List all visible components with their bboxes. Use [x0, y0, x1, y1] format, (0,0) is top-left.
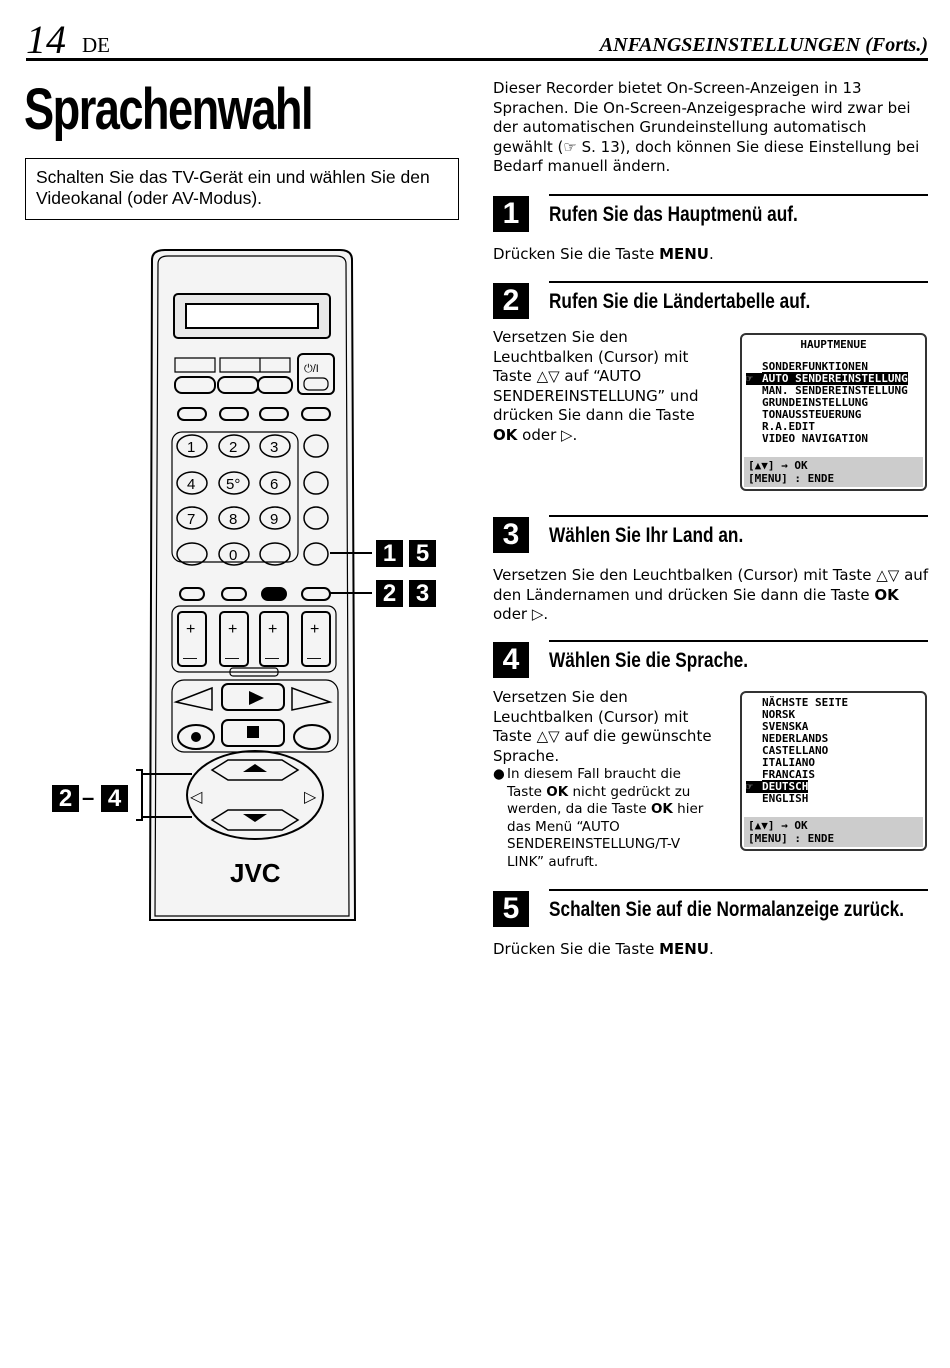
step-number-badge: 3	[493, 517, 529, 553]
osd-menu-item: FRANCAIS	[762, 768, 815, 781]
osd-footer-nav: [▲▼] → OK	[748, 459, 808, 472]
callout-step-3: 3	[409, 580, 436, 607]
key-8: 8	[229, 511, 237, 528]
minus-mark: —	[183, 649, 197, 665]
step-number-badge: 2	[493, 283, 529, 319]
osd-main-menu: HAUPTMENUE SONDERFUNKTIONEN☞AUTO SENDERE…	[740, 333, 927, 491]
step-text: Versetzen Sie den Leuchtbalken (Cursor) …	[493, 688, 712, 765]
key-9: 9	[270, 511, 278, 528]
plus-mark: +	[228, 621, 237, 638]
step-title: Schalten Sie auf die Normalanzeige zurüc…	[549, 898, 905, 921]
key-1: 1	[187, 439, 195, 456]
osd-menu-item: SVENSKA	[762, 720, 809, 733]
cursor-mark: ☞	[746, 781, 762, 793]
osd-menu-item: NEDERLANDS	[762, 732, 829, 745]
step-title: Wählen Sie Ihr Land an.	[549, 524, 744, 547]
bullet: ●	[493, 766, 505, 782]
brand-logo: JVC	[230, 858, 281, 888]
header-rule	[26, 58, 928, 61]
callout-step-5: 5	[409, 540, 436, 567]
osd-menu-item: SONDERFUNKTIONEN	[762, 360, 868, 373]
step-number-badge: 5	[493, 891, 529, 927]
key-0: 0	[229, 547, 237, 564]
step-number-badge: 4	[493, 642, 529, 678]
key-6: 6	[270, 476, 278, 493]
callout-range-start: 2	[52, 785, 79, 812]
minus-mark: —	[265, 649, 279, 665]
step-note: ● In diesem Fall braucht die Taste OK ni…	[493, 766, 704, 870]
osd-menu-item: ITALIANO	[762, 756, 815, 769]
key-7: 7	[187, 511, 195, 528]
osd-menu-item: ☞DEUTSCH	[746, 780, 809, 793]
osd-menu-item: GRUNDEINSTELLUNG	[762, 396, 868, 409]
callout-range-end: 4	[101, 785, 128, 812]
left-arrow-icon: ◁	[189, 787, 203, 806]
osd-title: HAUPTMENUE	[800, 338, 867, 351]
osd-menu-item: ENGLISH	[762, 792, 809, 805]
power-icon: ⏻/I	[304, 363, 319, 375]
section-title: ANFANGSEINSTELLUNGEN (Forts.)	[599, 34, 928, 56]
key-3: 3	[270, 439, 278, 456]
step-text: Drücken Sie die Taste MENU.	[493, 940, 714, 958]
osd-menu-item: NORSK	[762, 708, 796, 721]
osd-footer: [▲▼] → OK [MENU] : ENDE	[744, 457, 923, 487]
step-rule	[549, 281, 928, 283]
callout-range-dash: –	[82, 785, 95, 810]
key-5: 5°	[226, 476, 240, 493]
step-text: Versetzen Sie den Leuchtbalken (Cursor) …	[493, 328, 699, 444]
key-2: 2	[229, 439, 237, 456]
plus-mark: +	[186, 621, 195, 638]
language-code: DE	[82, 33, 110, 57]
step-number-badge: 1	[493, 196, 529, 232]
step-rule	[549, 889, 928, 891]
step-rule	[549, 515, 928, 517]
remote-control-illustration: 1 2 3 4 5° 6 7 8 9 0 ⏻/I + + + + — — — —…	[136, 249, 372, 921]
osd-menu-item: VIDEO NAVIGATION	[762, 432, 868, 445]
osd-menu-item: CASTELLANO	[762, 744, 829, 757]
step-title: Wählen Sie die Sprache.	[549, 649, 749, 672]
plus-mark: +	[310, 621, 319, 638]
right-arrow-icon: ▷	[304, 787, 317, 806]
step-text: Versetzen Sie den Leuchtbalken (Cursor) …	[493, 566, 929, 623]
intro-paragraph: Dieser Recorder bietet On-Screen-Anzeige…	[493, 79, 920, 175]
key-4: 4	[187, 476, 195, 493]
page-title: Sprachenwahl	[24, 77, 314, 142]
osd-menu-item: TONAUSSTEUERUNG	[762, 408, 862, 421]
intro-box: Schalten Sie das TV-Gerät ein und wählen…	[25, 158, 459, 220]
osd-menu-item: ☞AUTO SENDEREINSTELLUNG	[746, 372, 908, 385]
minus-mark: —	[307, 649, 321, 665]
osd-menu-item: MAN. SENDEREINSTELLUNG	[762, 384, 908, 397]
step-text: Drücken Sie die Taste MENU.	[493, 245, 714, 263]
osd-footer-end: [MENU] : ENDE	[748, 832, 835, 845]
plus-mark: +	[268, 621, 277, 638]
cursor-mark: ☞	[746, 373, 762, 385]
osd-menu-item: NÄCHSTE SEITE	[762, 696, 849, 709]
osd-footer: [▲▼] → OK [MENU] : ENDE	[744, 817, 923, 847]
osd-footer-nav: [▲▼] → OK	[748, 819, 808, 832]
callout-step-2: 2	[376, 580, 403, 607]
step-title: Rufen Sie die Ländertabelle auf.	[549, 290, 811, 313]
step-title: Rufen Sie das Hauptmenü auf.	[549, 203, 798, 226]
page-number: 14	[26, 17, 66, 62]
osd-footer-end: [MENU] : ENDE	[748, 472, 835, 485]
step-rule	[549, 194, 928, 196]
callout-step-1: 1	[376, 540, 403, 567]
step-rule	[549, 640, 928, 642]
osd-menu-item: R.A.EDIT	[762, 420, 815, 433]
minus-mark: —	[225, 649, 239, 665]
